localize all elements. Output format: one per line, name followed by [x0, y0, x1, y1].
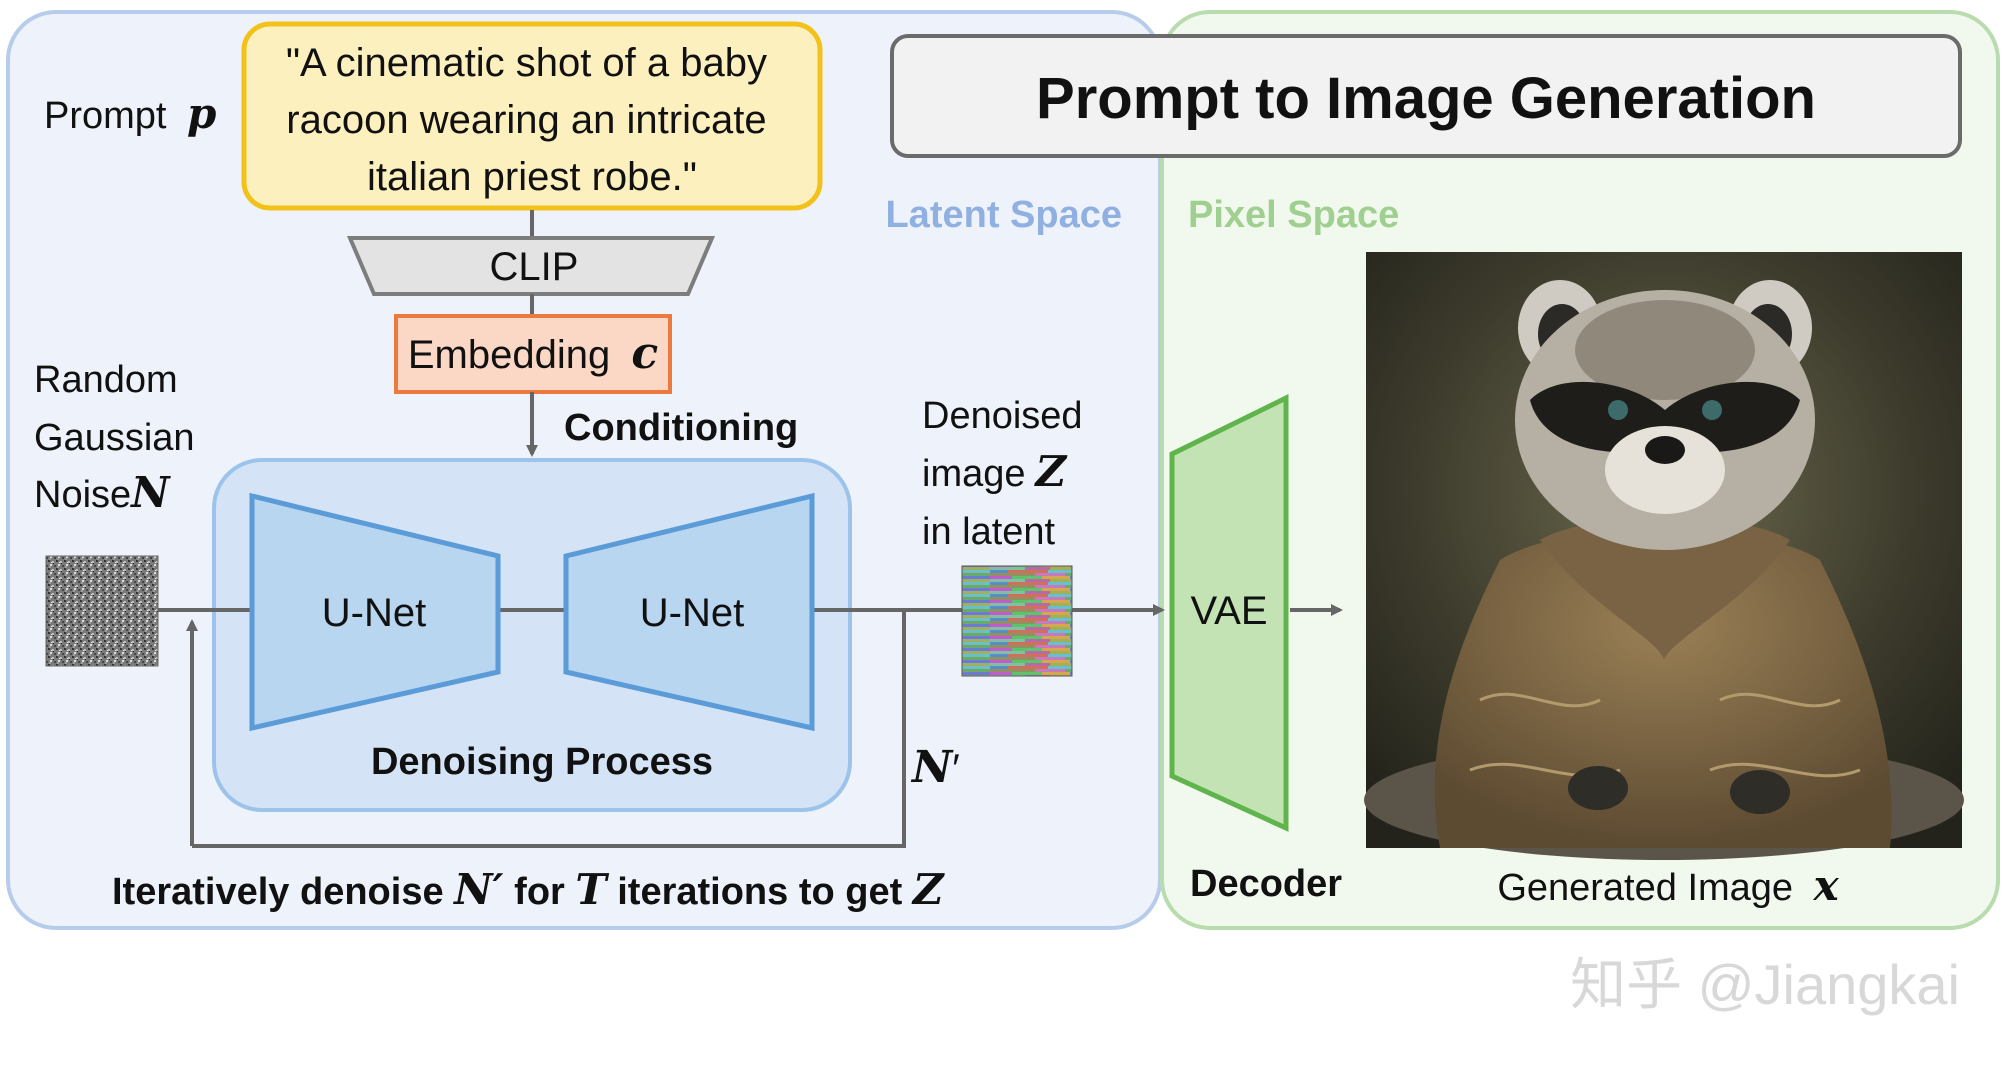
title-box	[890, 34, 1962, 158]
raccoon-paw-left	[1568, 766, 1628, 810]
robe-pattern	[1469, 692, 1861, 778]
denoised-line-1: Denoised	[922, 395, 1083, 437]
title: Prompt to Image Generation	[1036, 66, 1816, 131]
iteration-sym-3: Z	[911, 865, 945, 914]
conditioning-label: Conditioning	[564, 407, 798, 449]
iteration-part-3: iterations to get	[607, 871, 913, 913]
prompt-box	[241, 21, 823, 211]
embedding-symbol: c	[631, 328, 658, 379]
noise-label: Random Gaussian NoiseN	[34, 359, 205, 517]
iteration-sym-1: N′	[452, 865, 503, 914]
watermark: 知乎 @Jiangkai	[1570, 953, 1960, 1016]
prompt-label: Prompt p	[44, 89, 216, 138]
noise-line-2: Gaussian	[34, 417, 195, 459]
prompt-line-3: italian priest robe."	[367, 155, 697, 199]
prompt-label-text: Prompt	[44, 95, 167, 137]
unet-encoder	[249, 492, 501, 732]
generated-image	[1364, 252, 1964, 860]
generated-label-text: Generated Image	[1497, 867, 1793, 909]
iteration-caption: Iteratively denoise N′ for T iterations …	[112, 865, 945, 914]
latent-space-label: Latent Space	[885, 194, 1122, 236]
clip-block	[346, 236, 716, 296]
generated-image-label: Generated Image x	[1497, 861, 1839, 910]
n-prime-symbol: N	[910, 742, 954, 793]
raccoon-mask	[1530, 381, 1800, 453]
raccoon-nose	[1645, 436, 1685, 464]
raccoon-forehead	[1575, 300, 1755, 400]
prompt-text: "A cinematic shot of a baby racoon weari…	[286, 41, 778, 199]
unet-decoder	[563, 492, 815, 732]
generated-symbol: x	[1813, 861, 1840, 910]
raccoon-muzzle	[1605, 426, 1725, 514]
raccoon-eye-right	[1702, 400, 1722, 420]
n-prime-label: N′	[910, 742, 960, 793]
robe-collar	[1540, 517, 1790, 660]
embedding-text: Embedding c	[408, 328, 659, 379]
noise-line-1: Random	[34, 359, 178, 401]
raccoon-paw-right	[1730, 770, 1790, 814]
iteration-part-1: Iteratively denoise	[112, 871, 454, 913]
denoising-process-label: Denoising Process	[371, 741, 713, 783]
iteration-sym-2: T	[575, 865, 609, 914]
raccoon-eye-left	[1608, 400, 1628, 420]
noise-symbol: N	[129, 468, 171, 517]
pixel-space-label: Pixel Space	[1188, 194, 1399, 236]
denoised-symbol: Z	[1034, 447, 1068, 496]
vae-block	[1169, 393, 1289, 832]
noise-image	[45, 555, 159, 667]
unet-left-label: U-Net	[322, 591, 426, 635]
embedding-label: Embedding	[408, 333, 610, 377]
decoder-label: Decoder	[1190, 863, 1342, 905]
prompt-line-1: "A cinematic shot of a baby	[286, 41, 767, 85]
feedback-loop-line	[192, 612, 906, 848]
vae-label: VAE	[1190, 589, 1267, 633]
unet-right-label: U-Net	[640, 591, 744, 635]
iteration-part-2: for	[504, 871, 576, 913]
denoised-line-2: image	[922, 453, 1026, 495]
n-prime-mark: ′	[952, 747, 960, 791]
clip-label: CLIP	[490, 245, 579, 289]
noise-line-3: Noise	[34, 474, 131, 516]
prompt-line-2: racoon wearing an intricate	[286, 98, 766, 142]
prompt-symbol: p	[187, 89, 216, 138]
latent-image	[961, 565, 1073, 677]
embedding-box	[394, 314, 672, 394]
denoised-line-3: in latent	[922, 511, 1056, 553]
